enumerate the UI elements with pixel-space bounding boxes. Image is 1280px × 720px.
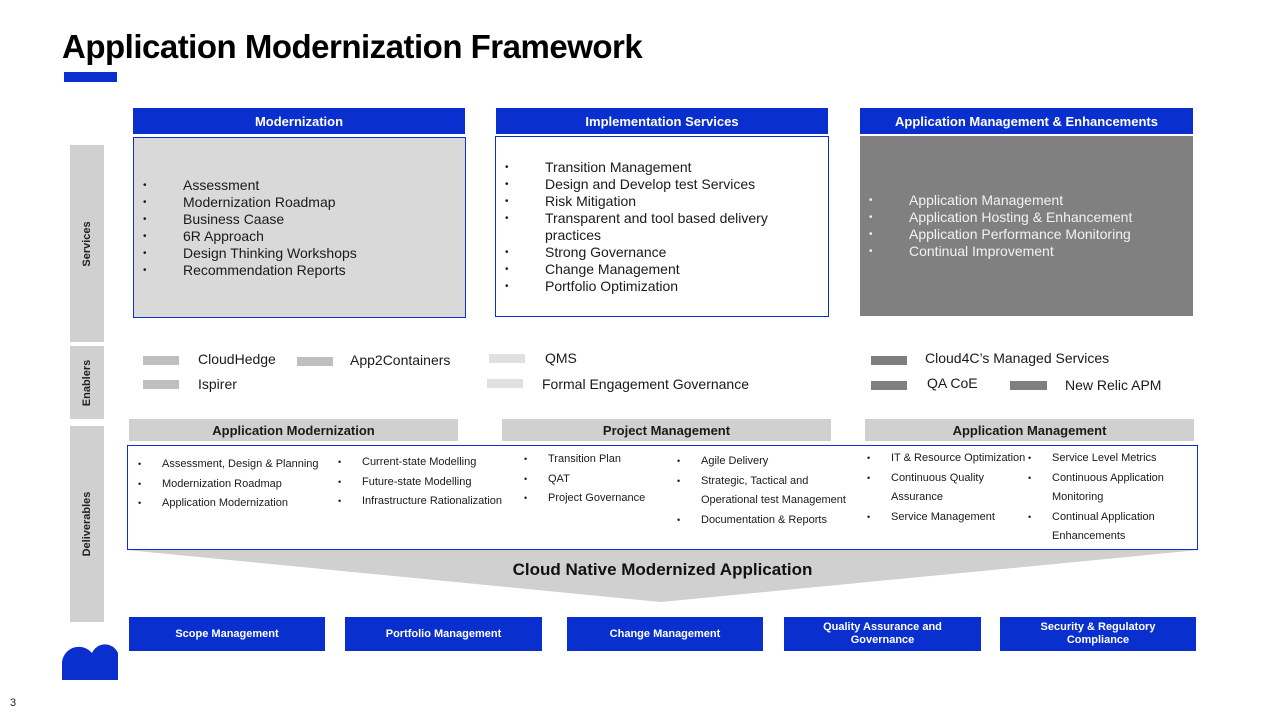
enabler-marker <box>487 379 523 388</box>
list-item: Recommendation Reports <box>143 262 357 279</box>
list-item: 6R Approach <box>143 228 357 245</box>
list-item: Application Management <box>869 192 1132 209</box>
list-item: QAT <box>524 470 664 490</box>
deliverables-list-apm-col1: IT & Resource Optimization Continuous Qu… <box>867 449 1029 527</box>
list-item: Application Performance Monitoring <box>869 226 1132 243</box>
list-item: Modernization Roadmap <box>138 475 333 495</box>
app-management-services-box: Application Management Application Hosti… <box>860 136 1193 316</box>
enabler-marker <box>143 380 179 389</box>
enabler-cloud4c: Cloud4C’s Managed Services <box>925 350 1110 366</box>
side-label-deliverables-text: Deliverables <box>81 491 93 557</box>
deliverables-heading-app-modernization: Application Modernization <box>129 419 458 441</box>
list-item: Assessment, Design & Planning <box>138 455 333 475</box>
enabler-marker <box>143 356 179 365</box>
list-item: Service Level Metrics <box>1028 449 1190 469</box>
list-item: Continuous Quality Assurance <box>867 469 1029 508</box>
implementation-services-list: Transition Management Design and Develop… <box>505 159 818 295</box>
enabler-marker <box>871 356 907 365</box>
list-item: Change Management <box>505 261 818 278</box>
deliverables-list-am-col1: Assessment, Design & Planning Modernizat… <box>138 455 333 514</box>
cloud-logo-icon <box>62 644 118 680</box>
list-item: Future-state Modelling <box>338 473 508 493</box>
outcome-label: Cloud Native Modernized Application <box>512 560 813 579</box>
list-item: Transition Plan <box>524 450 664 470</box>
list-item: Portfolio Optimization <box>505 278 818 295</box>
enabler-marker <box>1010 381 1047 390</box>
side-label-enablers-text: Enablers <box>81 359 93 406</box>
side-label-services-text: Services <box>81 220 93 267</box>
enabler-new-relic: New Relic APM <box>1065 377 1162 393</box>
funnel-shape <box>127 550 1199 602</box>
title-accent-bar <box>64 72 117 82</box>
list-item: Current-state Modelling <box>338 453 508 473</box>
enabler-marker <box>871 381 907 390</box>
page-number: 3 <box>10 697 17 709</box>
list-item: Risk Mitigation <box>505 193 818 210</box>
pillar-quality-assurance: Quality Assurance and Governance <box>784 617 981 651</box>
enabler-marker <box>489 354 525 363</box>
side-label-services: Services <box>70 145 104 342</box>
enabler-qms: QMS <box>545 350 577 366</box>
list-item: IT & Resource Optimization <box>867 449 1029 469</box>
enabler-marker <box>297 357 333 366</box>
list-item: Business Caase <box>143 211 357 228</box>
deliverables-heading-app-management: Application Management <box>865 419 1194 441</box>
side-label-enablers: Enablers <box>70 346 104 419</box>
enabler-ispirer: Ispirer <box>198 376 237 392</box>
list-item: Service Management <box>867 508 1029 528</box>
list-item: Transparent and tool based delivery prac… <box>505 210 818 244</box>
pillar-portfolio-management: Portfolio Management <box>345 617 542 651</box>
list-item: Application Modernization <box>138 494 333 514</box>
enabler-cloudhedge: CloudHedge <box>198 351 276 367</box>
side-label-deliverables: Deliverables <box>70 426 104 622</box>
list-item: Project Governance <box>524 489 664 509</box>
services-heading-modernization: Modernization <box>133 108 465 134</box>
deliverables-heading-project-management: Project Management <box>502 419 831 441</box>
enabler-formal-engagement: Formal Engagement Governance <box>542 376 749 392</box>
list-item: Strategic, Tactical and Operational test… <box>677 472 852 511</box>
list-item: Application Hosting & Enhancement <box>869 209 1132 226</box>
list-item: Continual Application Enhancements <box>1028 508 1190 547</box>
modernization-services-box: Assessment Modernization Roadmap Busines… <box>133 137 466 318</box>
enabler-app2containers: App2Containers <box>350 352 451 368</box>
implementation-services-box: Transition Management Design and Develop… <box>495 136 829 317</box>
list-item: Design and Develop test Services <box>505 176 818 193</box>
deliverables-list-am-col2: Current-state Modelling Future-state Mod… <box>338 453 508 512</box>
deliverables-list-pm-col2: Agile Delivery Strategic, Tactical and O… <box>677 452 852 530</box>
deliverables-list-apm-col2: Service Level Metrics Continuous Applica… <box>1028 449 1190 547</box>
list-item: Continuous Application Monitoring <box>1028 469 1190 508</box>
pillar-change-management: Change Management <box>567 617 763 651</box>
list-item: Transition Management <box>505 159 818 176</box>
enabler-qa-coe: QA CoE <box>927 375 978 391</box>
deliverables-list-pm-col1: Transition Plan QAT Project Governance <box>524 450 664 509</box>
list-item: Modernization Roadmap <box>143 194 357 211</box>
list-item: Design Thinking Workshops <box>143 245 357 262</box>
list-item: Strong Governance <box>505 244 818 261</box>
list-item: Infrastructure Rationalization <box>338 492 508 512</box>
list-item: Assessment <box>143 177 357 194</box>
services-heading-app-management: Application Management & Enhancements <box>860 108 1193 134</box>
pillar-scope-management: Scope Management <box>129 617 325 651</box>
list-item: Documentation & Reports <box>677 511 852 531</box>
modernization-services-list: Assessment Modernization Roadmap Busines… <box>143 177 357 279</box>
list-item: Continual Improvement <box>869 243 1132 260</box>
list-item: Agile Delivery <box>677 452 852 472</box>
services-heading-implementation: Implementation Services <box>496 108 828 134</box>
page-title: Application Modernization Framework <box>62 28 643 65</box>
pillar-security-compliance: Security & Regulatory Compliance <box>1000 617 1196 651</box>
app-management-services-list: Application Management Application Hosti… <box>869 192 1132 260</box>
